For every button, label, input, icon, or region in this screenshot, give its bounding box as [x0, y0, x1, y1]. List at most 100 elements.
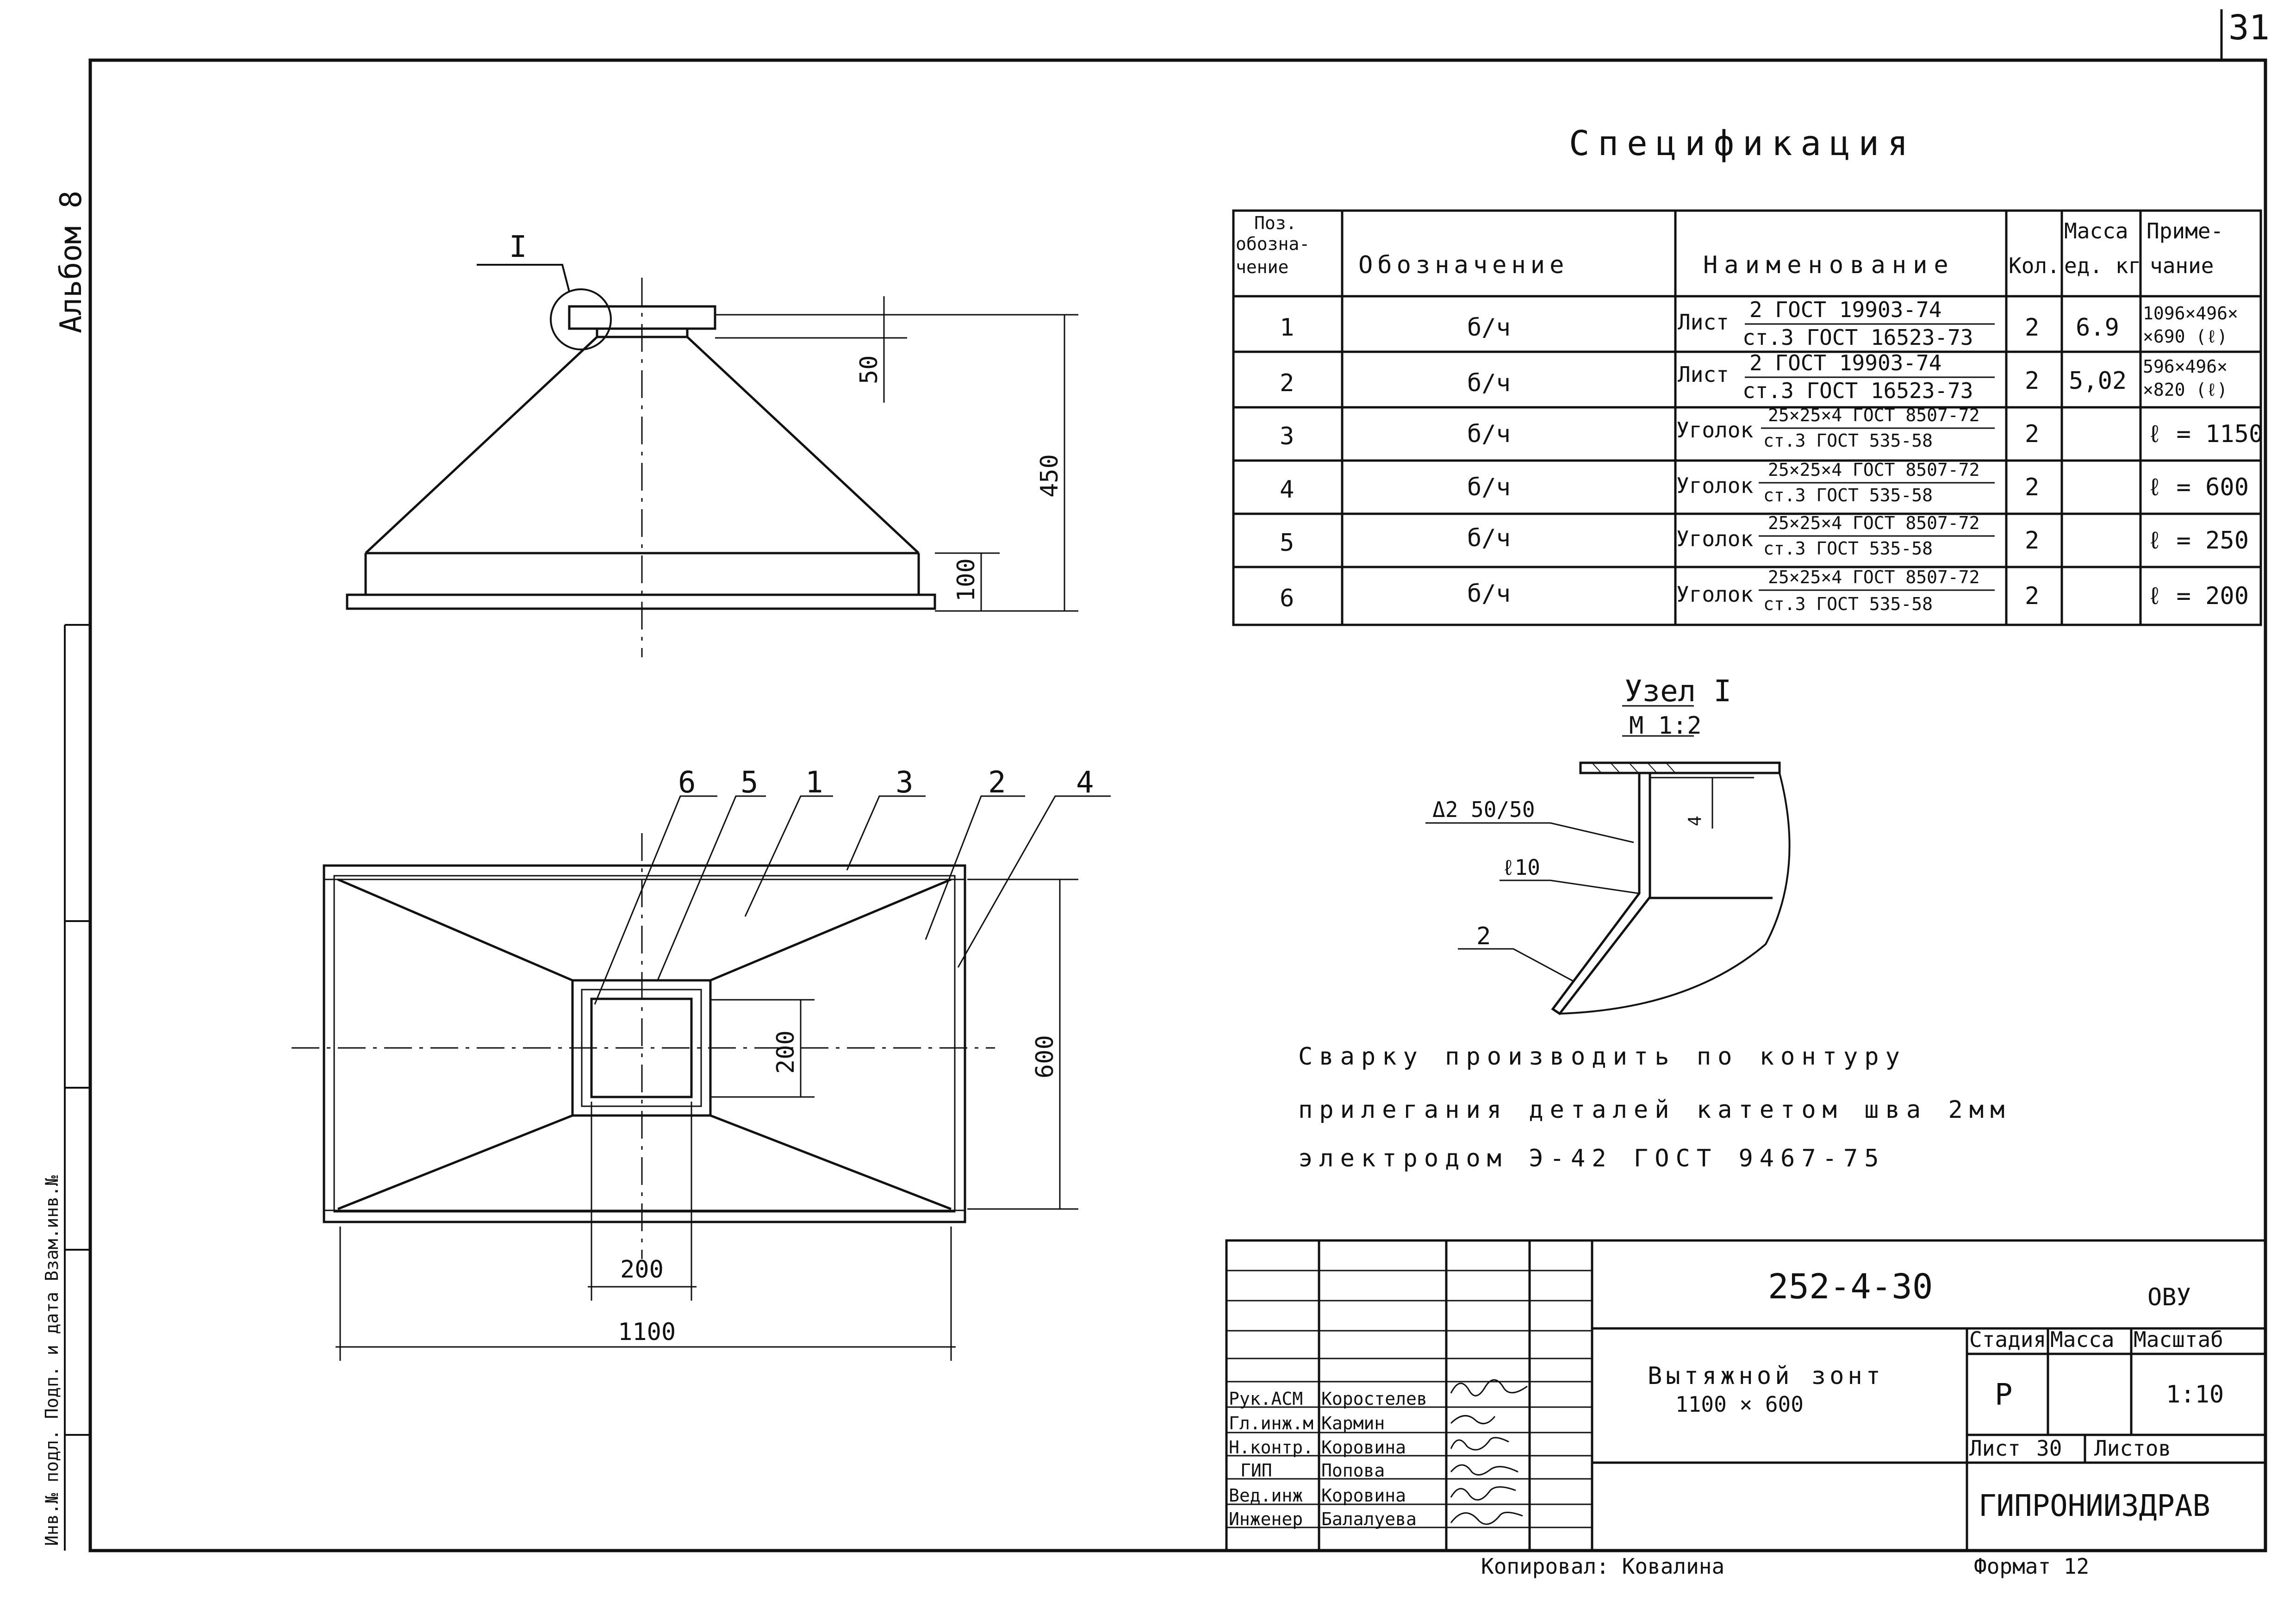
stamp-scale-value: 1:10	[2166, 1381, 2224, 1408]
row-pos: 4	[1280, 476, 1294, 504]
spec-header-qty: Кол.	[2009, 253, 2060, 278]
note-line-3: электродом Э-42 ГОСТ 9467-75	[1298, 1145, 1885, 1172]
leader-1: 1	[805, 766, 823, 800]
signer-name: Коростелев	[1321, 1389, 1427, 1409]
signer-role: Вед.инж	[1229, 1485, 1303, 1506]
table-row: 5 б/ч Уголок 25×25×4 ГОСТ 8507-72 ст.3 Г…	[1280, 513, 2249, 559]
row-note-2: ×690 (ℓ)	[2143, 326, 2228, 347]
spec-header-mass-2: ед. кг	[2064, 253, 2141, 278]
row-name-bottom: ст.3 ГОСТ 16523-73	[1742, 378, 1973, 403]
front-view	[346, 264, 1078, 657]
product-size: 1100 × 600	[1675, 1392, 1804, 1417]
row-pos: 6	[1280, 585, 1294, 612]
row-qty: 2	[2025, 527, 2039, 555]
spec-rows: 1 б/ч Лист 2 ГОСТ 19903-74 ст.3 ГОСТ 165…	[1280, 297, 2263, 614]
row-type: Уголок	[1676, 418, 1753, 442]
detail-part-number: 2	[1476, 922, 1491, 950]
doc-code: 252-4-30	[1768, 1267, 1933, 1307]
plan-inner	[333, 875, 956, 1213]
product-title: Вытяжной зонт	[1648, 1362, 1884, 1390]
node-callout-label: I	[509, 230, 527, 264]
stamp-sheet-label: Лист	[1969, 1436, 2021, 1461]
row-pos: 2	[1280, 369, 1294, 397]
leader-6: 6	[678, 766, 696, 800]
stamp-sheets-label: Листов	[2094, 1436, 2171, 1461]
row-name-top: 25×25×4 ГОСТ 8507-72	[1768, 513, 1980, 533]
row-designation: б/ч	[1467, 474, 1511, 501]
sheet-frame	[88, 58, 2267, 1552]
row-pos: 1	[1280, 314, 1294, 342]
sheet-format: Формат 12	[1974, 1554, 2089, 1579]
copied-by: Копировал: Ковалина	[1481, 1554, 1724, 1579]
table-row: 4 б/ч Уголок 25×25×4 ГОСТ 8507-72 ст.3 Г…	[1280, 460, 2249, 505]
row-qty: 2	[2025, 367, 2039, 395]
row-name-bottom: ст.3 ГОСТ 535-58	[1763, 430, 1933, 451]
row-qty: 2	[2025, 420, 2039, 448]
row-name-top: 25×25×4 ГОСТ 8507-72	[1768, 567, 1980, 587]
spec-header-note-1: Приме-	[2147, 218, 2223, 243]
spec-header-designation: Обозначение	[1358, 251, 1568, 279]
row-type: Лист	[1678, 362, 1729, 387]
row-note-1: 596×496×	[2143, 356, 2228, 377]
row-name-top: 2 ГОСТ 19903-74	[1749, 350, 1941, 375]
signer-name: Балалуева	[1321, 1509, 1417, 1529]
spec-table-grid	[1232, 209, 2262, 626]
signer-role: Гл.инж.м	[1229, 1413, 1313, 1433]
row-designation: б/ч	[1467, 524, 1511, 552]
row-note-1: 1096×496×	[2143, 303, 2238, 324]
detail-title: Узел I	[1624, 674, 1731, 709]
dim-1100: 1100	[618, 1318, 676, 1346]
dim-100: 100	[952, 558, 980, 602]
row-note-2: ×820 (ℓ)	[2143, 380, 2228, 400]
spec-header-pos-1: Поз.	[1254, 213, 1297, 233]
row-pos: 3	[1280, 423, 1294, 450]
spec-header-mass-1: Масса	[2064, 218, 2128, 243]
table-row: 1 б/ч Лист 2 ГОСТ 19903-74 ст.3 ГОСТ 165…	[1280, 297, 2238, 350]
row-pos: 5	[1280, 529, 1294, 557]
signer-name: Кармин	[1321, 1413, 1385, 1433]
margin-stamp-text: Инв.№ подл. Подп. и дата Взам.инв.№	[42, 1175, 62, 1546]
row-mass: 5,02	[2069, 367, 2127, 395]
doc-section: ОВУ	[2147, 1284, 2191, 1311]
signer-role: ГИП	[1240, 1460, 1272, 1481]
row-name-top: 25×25×4 ГОСТ 8507-72	[1768, 405, 1980, 425]
leader-2: 2	[988, 766, 1006, 800]
stamp-sheet-number: 30	[2036, 1436, 2062, 1461]
table-row: 3 б/ч Уголок 25×25×4 ГОСТ 8507-72 ст.3 Г…	[1280, 405, 2263, 451]
spec-header-name: Наименование	[1703, 251, 1955, 279]
row-note-1: ℓ = 250	[2147, 527, 2249, 555]
row-note-1: ℓ = 200	[2147, 582, 2249, 610]
spec-header-pos-2: обозна-	[1236, 234, 1310, 254]
stamp-stage-value: Р	[1995, 1378, 2013, 1412]
table-row: 2 б/ч Лист 2 ГОСТ 19903-74 ст.3 ГОСТ 165…	[1280, 350, 2228, 403]
row-name-top: 2 ГОСТ 19903-74	[1749, 297, 1941, 322]
signer-name: Коровина	[1321, 1485, 1406, 1506]
dim-200-vertical: 200	[772, 1030, 800, 1074]
row-name-bottom: ст.3 ГОСТ 535-58	[1763, 485, 1933, 505]
dim-600: 600	[1031, 1035, 1059, 1078]
stamp-header-scale: Масштаб	[2134, 1327, 2223, 1352]
detail-scale: М 1:2	[1629, 712, 1702, 740]
leader-5: 5	[740, 766, 759, 800]
signer-name: Коровина	[1321, 1437, 1406, 1458]
stamp-header-stage: Стадия	[1969, 1327, 2046, 1352]
dim-200-horizontal: 200	[620, 1256, 664, 1284]
detail-weld-length: ℓ10	[1502, 855, 1540, 880]
title-block-grid	[1225, 1239, 2267, 1552]
plan-view	[292, 795, 1111, 1361]
handwritten-signatures	[1450, 1379, 1528, 1525]
signer-name: Попова	[1321, 1460, 1385, 1481]
row-designation: б/ч	[1467, 369, 1511, 397]
table-row: 6 б/ч Уголок 25×25×4 ГОСТ 8507-72 ст.3 Г…	[1280, 567, 2249, 614]
row-type: Уголок	[1676, 582, 1753, 607]
row-name-bottom: ст.3 ГОСТ 16523-73	[1742, 325, 1973, 350]
leader-4: 4	[1076, 766, 1094, 800]
row-qty: 2	[2025, 474, 2039, 501]
row-qty: 2	[2025, 582, 2039, 610]
row-designation: б/ч	[1467, 420, 1511, 448]
leader-3: 3	[896, 766, 914, 800]
row-type: Уголок	[1676, 526, 1753, 551]
left-margin-strip: Альбом 8 Инв.№ подл. Подп. и дата Взам.и…	[42, 191, 90, 1551]
dim-450: 450	[1036, 454, 1064, 498]
